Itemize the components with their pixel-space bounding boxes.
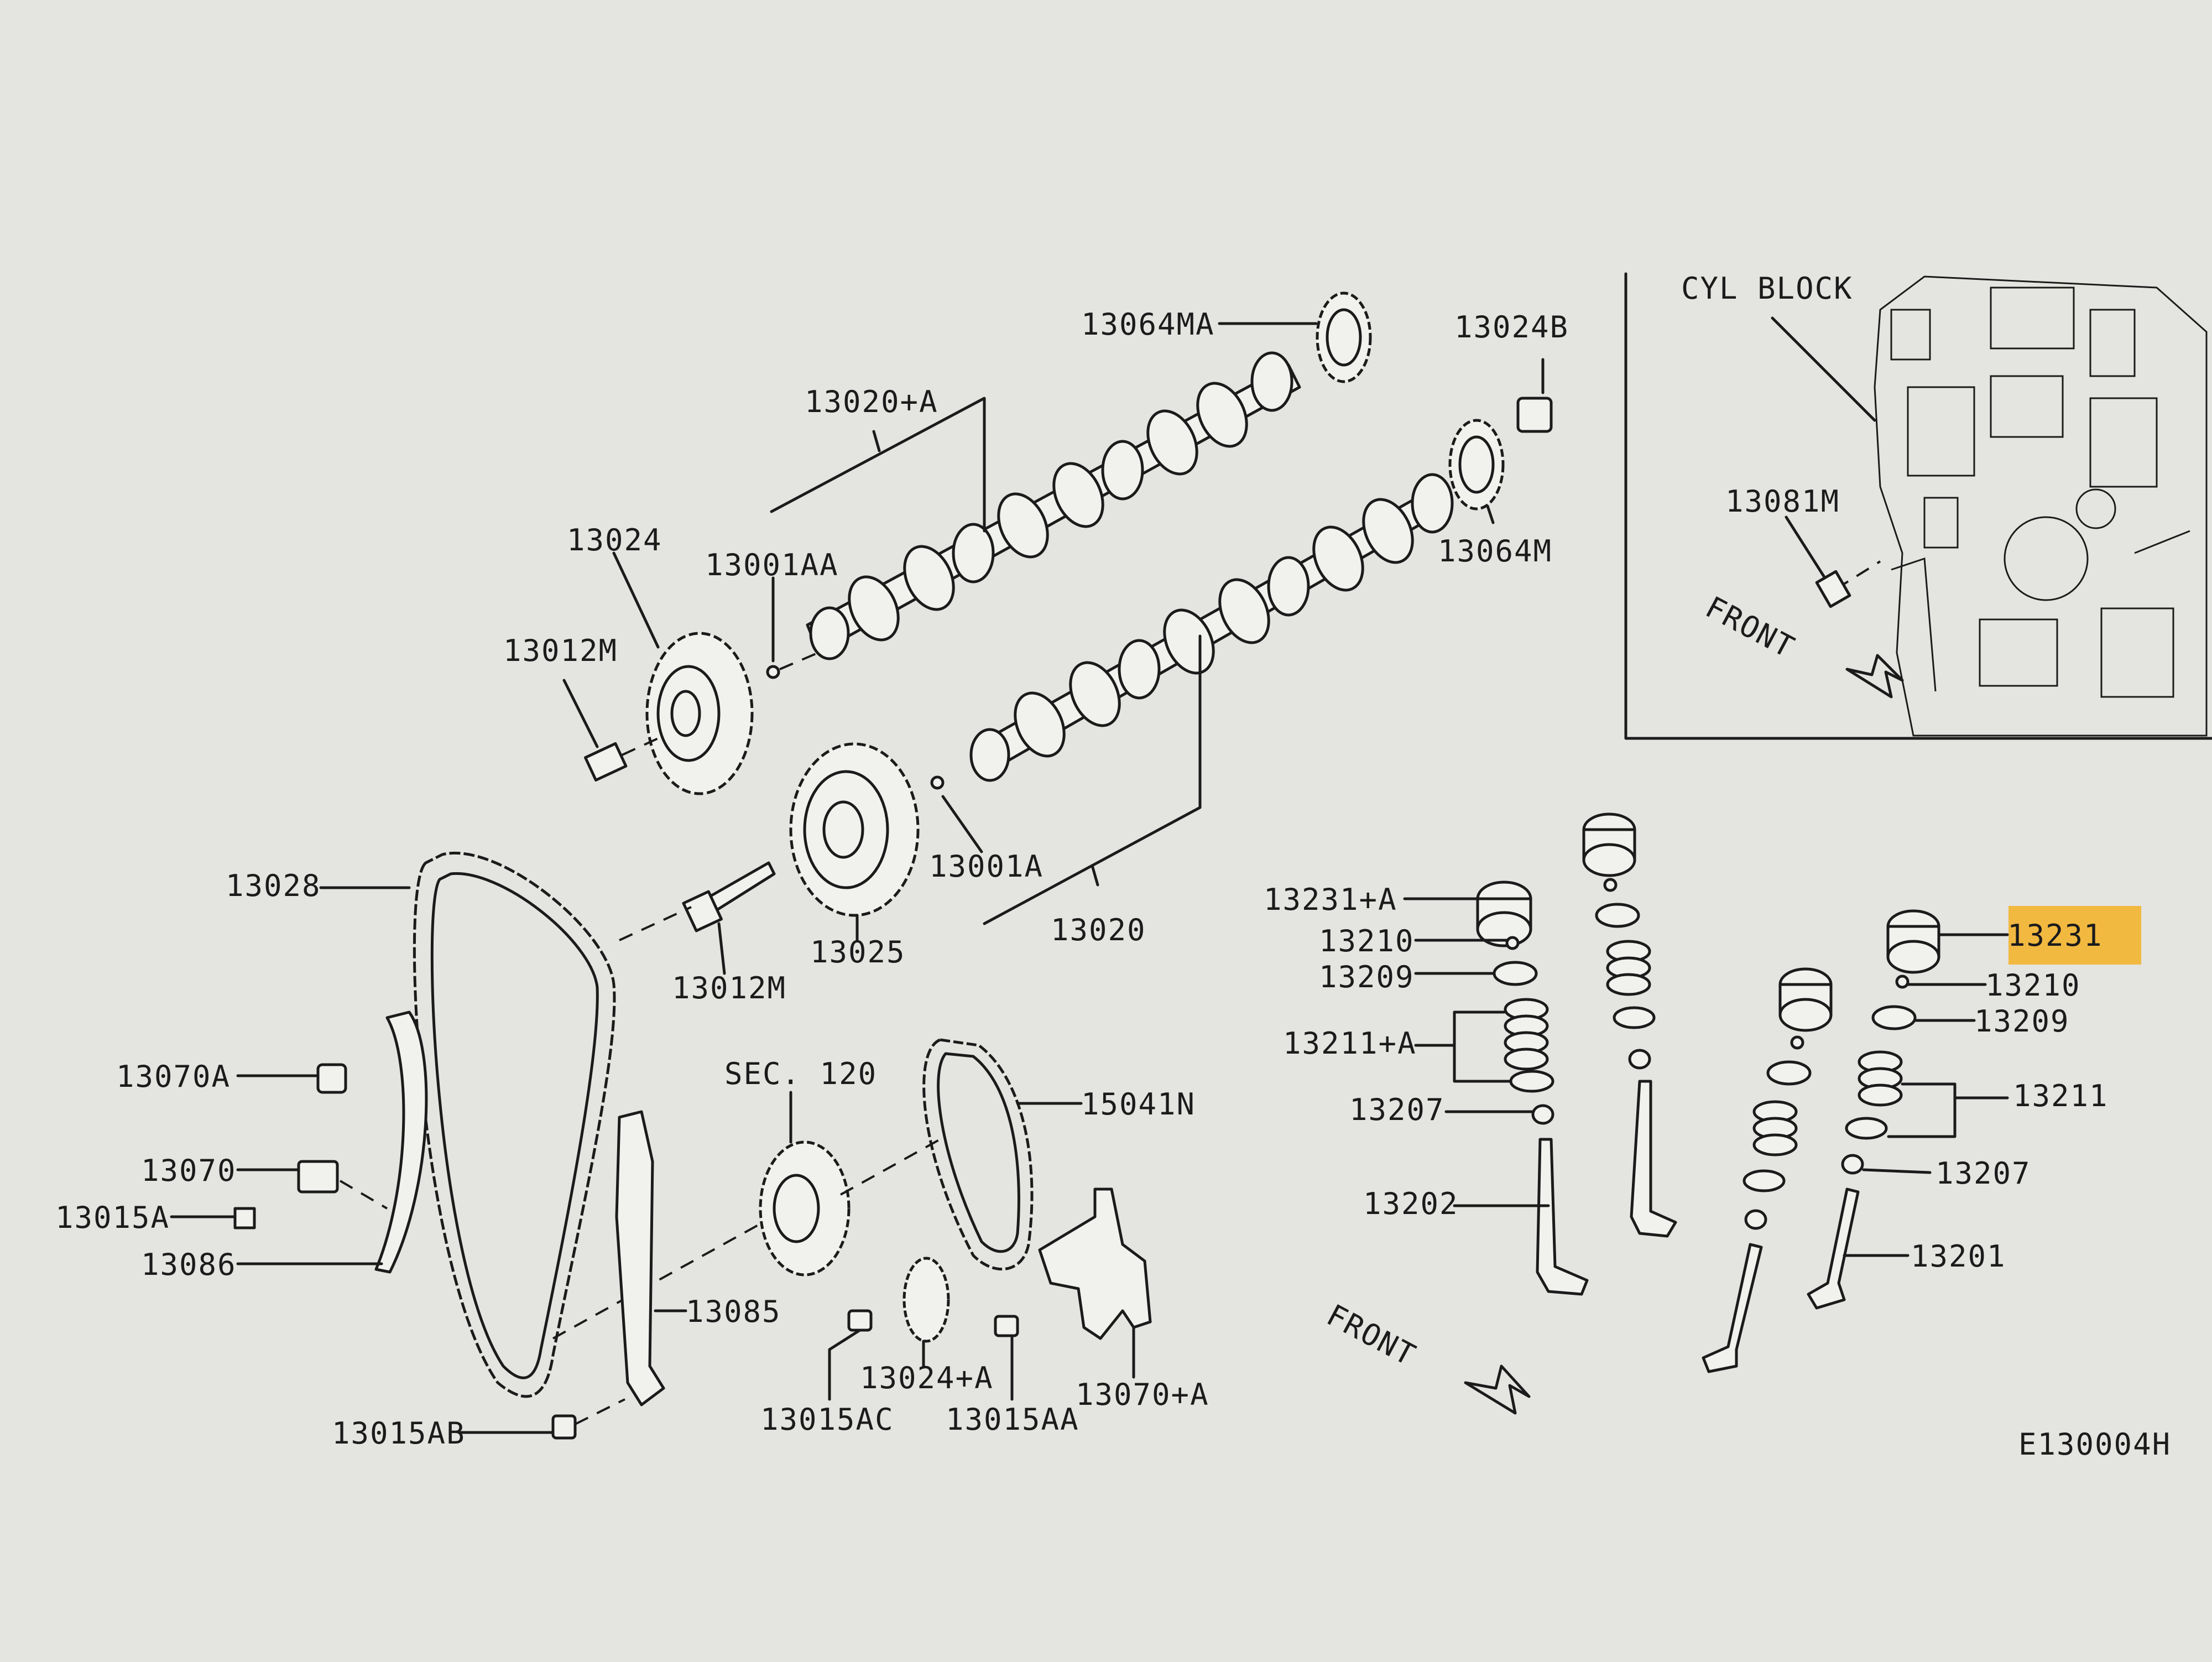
camshaft-upper xyxy=(806,351,1301,660)
sprocket-13024 xyxy=(645,632,754,795)
valve-stack-center-right xyxy=(1702,967,1833,1373)
part-13015A: 13015A xyxy=(55,1200,170,1235)
part-13064M: 13064M xyxy=(1438,534,1552,569)
part-13024: 13024 xyxy=(567,523,662,558)
part-13024A: 13024+A xyxy=(860,1361,994,1395)
part-13001A: 13001A xyxy=(929,849,1044,884)
part-13012M-upper: 13012M xyxy=(503,633,618,668)
inset-title: CYL BLOCK xyxy=(1681,271,1853,306)
sprocket-13024A xyxy=(902,1257,950,1343)
bolt-13024B xyxy=(1516,358,1553,433)
part-13015AB: 13015AB xyxy=(332,1416,466,1451)
valve-stack-middle xyxy=(1582,812,1677,1238)
part-13202: 13202 xyxy=(1363,1186,1459,1221)
part-13025: 13025 xyxy=(810,935,906,970)
part-13210-right: 13210 xyxy=(1985,968,2081,1003)
part-13207-right: 13207 xyxy=(1936,1156,2031,1191)
part-13231A: 13231+A xyxy=(1264,882,1397,917)
part-13086: 13086 xyxy=(141,1247,237,1282)
tensioner-13070A xyxy=(1038,1187,1152,1379)
oil-pump-chain-15041N xyxy=(922,1038,1034,1271)
part-13070: 13070 xyxy=(141,1153,237,1188)
part-sec-120: SEC. 120 xyxy=(724,1056,877,1091)
part-13081M: 13081M xyxy=(1725,484,1840,519)
part-13211: 13211 xyxy=(2013,1079,2109,1113)
part-13201: 13201 xyxy=(1911,1239,2006,1274)
sprocket-13064M xyxy=(1448,419,1505,510)
sprocket-13025 xyxy=(789,742,920,917)
highlight-box xyxy=(2008,906,2141,965)
part-13070A: 13070A xyxy=(116,1059,231,1094)
sprocket-13064MA xyxy=(1316,291,1372,383)
valve-stack-left xyxy=(1476,881,1589,1296)
part-13028: 13028 xyxy=(226,868,321,903)
part-13001AA: 13001AA xyxy=(705,548,839,582)
part-13207-left: 13207 xyxy=(1349,1092,1445,1127)
part-13209-left: 13209 xyxy=(1319,960,1415,994)
front-label-main: FRONT xyxy=(1321,1298,1422,1373)
timing-chain-13028 xyxy=(413,852,616,1398)
front-arrow-main-icon xyxy=(1464,1364,1531,1415)
valve-stack-right xyxy=(1807,909,1940,1310)
part-13064MA: 13064MA xyxy=(1081,307,1215,342)
part-13015AC: 13015AC xyxy=(760,1402,894,1437)
part-13210-left: 13210 xyxy=(1319,924,1415,958)
part-13020: 13020 xyxy=(1051,913,1146,947)
part-13231: 13231 xyxy=(2007,918,2103,953)
chain-guide-13086 xyxy=(374,1010,428,1274)
part-13211A: 13211+A xyxy=(1283,1026,1417,1061)
front-arrow-icon xyxy=(1845,654,1904,699)
camshaft-lower xyxy=(969,473,1454,782)
part-13015AA: 13015AA xyxy=(946,1402,1079,1437)
diagram-code: E130004H xyxy=(2018,1427,2171,1462)
front-label-inset: FRONT xyxy=(1700,590,1801,665)
part-13209-right: 13209 xyxy=(1974,1004,2070,1039)
part-13012M-lower: 13012M xyxy=(672,971,786,1005)
part-13024B: 13024B xyxy=(1454,310,1569,345)
part-13020A: 13020+A xyxy=(805,384,938,419)
part-13085: 13085 xyxy=(686,1294,781,1329)
part-15041N: 15041N xyxy=(1081,1087,1196,1122)
crank-sprocket-sec120 xyxy=(759,1140,851,1277)
tension-guide-13085 xyxy=(615,1110,665,1406)
cyl-block-inset: CYL BLOCK 13081M FRONT xyxy=(1624,271,2212,740)
part-13070pA: 13070+A xyxy=(1076,1377,1209,1412)
